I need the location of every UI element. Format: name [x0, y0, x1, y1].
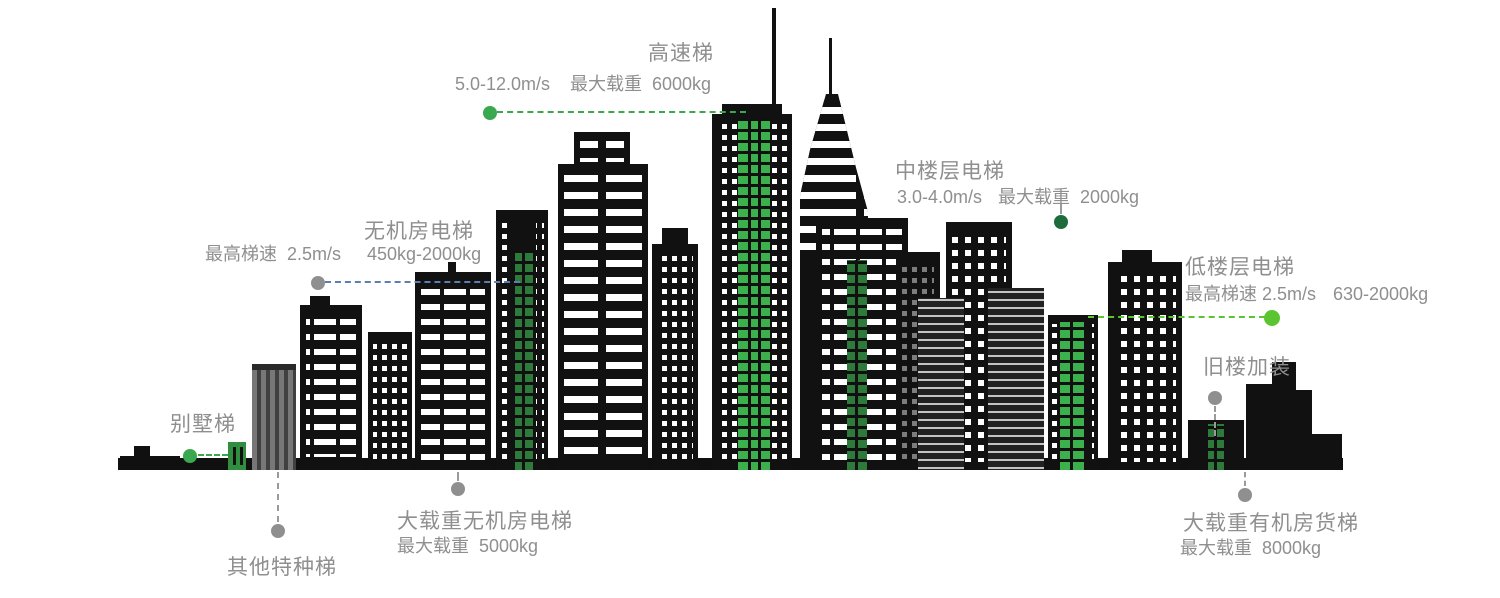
heavy-mrl-load: 最大载重 5000kg	[397, 536, 539, 556]
building-heavy-mrl	[415, 262, 491, 470]
building-high-speed	[712, 8, 792, 470]
mid-floor-speed: 3.0-4.0m/s	[897, 187, 983, 207]
heavy-mrl-leader-line	[457, 472, 459, 481]
building-left-1	[300, 296, 362, 470]
building-cluster	[918, 222, 1044, 470]
building-heavy-freight	[1246, 362, 1312, 470]
building-mrl	[496, 210, 548, 470]
mid-floor-leader-line	[1060, 204, 1062, 214]
villa-title: 别墅梯	[170, 413, 236, 436]
heavy-mrl-marker-dot	[451, 482, 465, 496]
building-far-right	[1306, 434, 1342, 470]
high-speed-speed: 5.0-12.0m/s	[455, 74, 551, 94]
building-low-floor	[1048, 315, 1098, 470]
heavy-mrl-title: 大载重无机房电梯	[397, 510, 573, 533]
mrl-load: 450kg-2000kg	[367, 244, 482, 264]
retrofit-title: 旧楼加装	[1203, 356, 1291, 379]
building-narrow-mid	[652, 228, 698, 470]
low-floor-title: 低楼层电梯	[1185, 256, 1295, 279]
building-big-striped	[558, 132, 648, 470]
low-floor-leader-line	[1088, 316, 1265, 318]
mid-floor-marker-dot	[1054, 215, 1068, 229]
mrl-marker-dot	[311, 276, 325, 290]
other-special-marker-dot	[271, 524, 285, 538]
other-special-leader-line	[277, 472, 279, 522]
mrl-speed: 最高梯速 2.5m/s	[205, 244, 342, 264]
villa-elevator-shaft	[228, 442, 246, 470]
mid-floor-load: 最大载重 2000kg	[998, 187, 1140, 207]
villa-leader-line	[198, 454, 228, 456]
high-speed-marker-dot	[483, 106, 497, 120]
mrl-leader-line	[325, 281, 520, 283]
mid-floor-title: 中楼层电梯	[895, 160, 1005, 183]
low-floor-load: 630-2000kg	[1333, 284, 1429, 304]
retrofit-leader-line	[1214, 406, 1216, 436]
building-other-special	[252, 364, 296, 470]
high-speed-load: 最大载重 6000kg	[570, 74, 712, 94]
other-special-title: 其他特种梯	[227, 556, 337, 579]
building-right-tower	[1108, 250, 1182, 470]
villa-marker-dot	[183, 449, 197, 463]
mrl-title: 无机房电梯	[364, 220, 474, 243]
heavy-freight-marker-dot	[1238, 488, 1252, 502]
building-retrofit	[1188, 420, 1244, 470]
retrofit-marker-dot	[1208, 391, 1222, 405]
high-speed-title: 高速梯	[648, 42, 714, 65]
building-far-left	[120, 446, 180, 470]
heavy-freight-load: 最大载重 8000kg	[1180, 538, 1322, 558]
heavy-freight-title: 大载重有机房货梯	[1183, 512, 1359, 535]
building-left-2	[368, 332, 412, 470]
high-speed-leader-line	[497, 111, 746, 113]
low-floor-speed: 最高梯速 2.5m/s	[1185, 284, 1317, 304]
low-floor-marker-dot	[1264, 310, 1280, 326]
building-mid-floor	[816, 218, 908, 470]
heavy-freight-leader-line	[1244, 472, 1246, 486]
